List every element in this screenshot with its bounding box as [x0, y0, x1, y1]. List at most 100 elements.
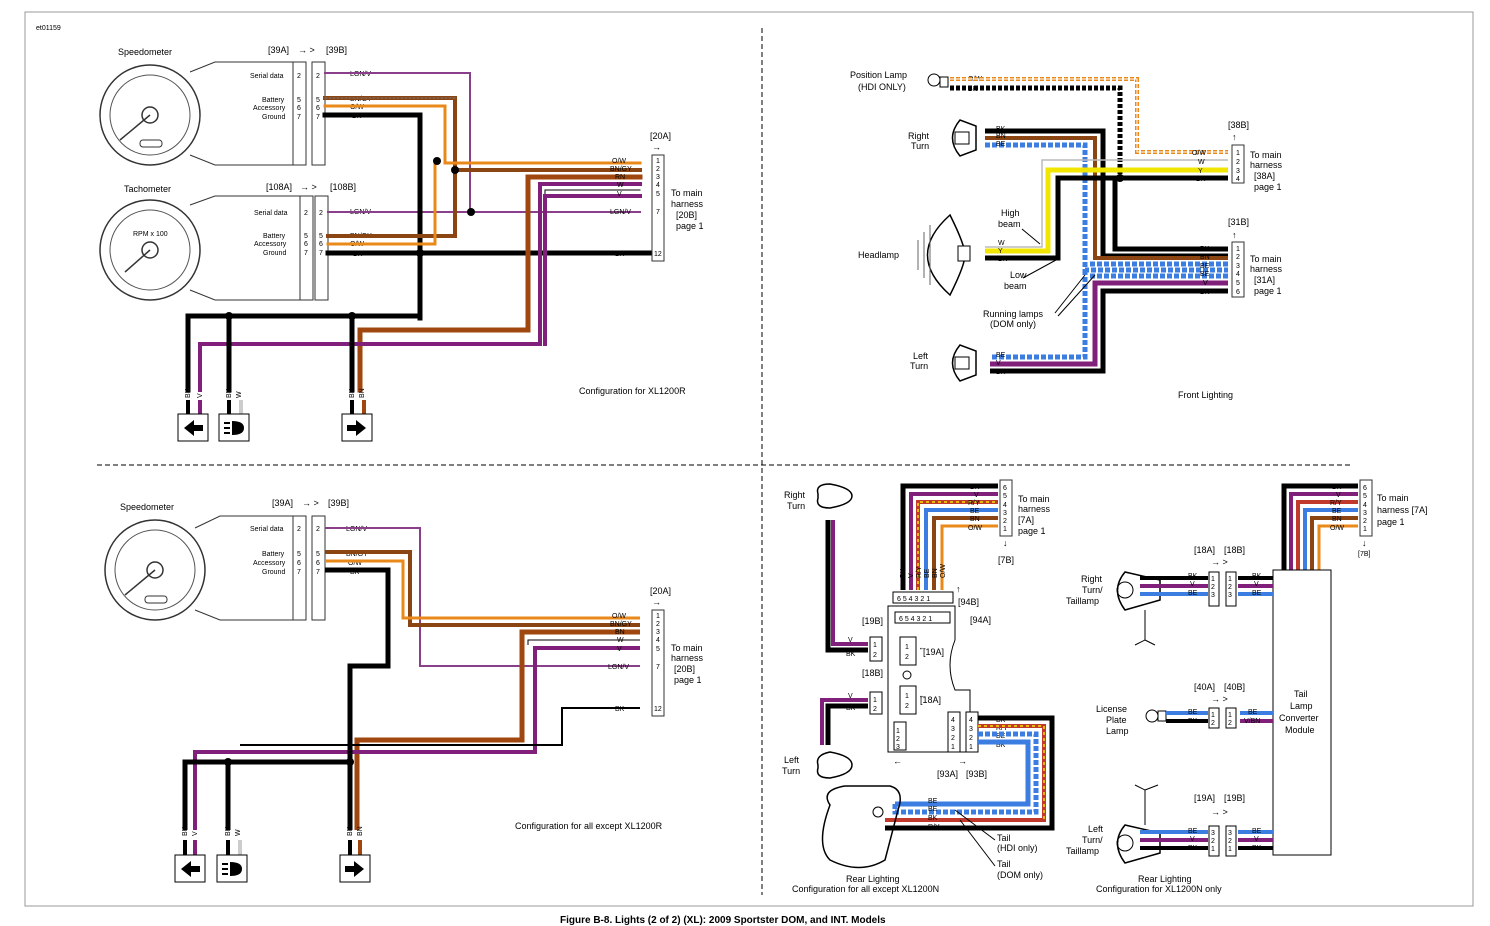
svg-text:2: 2 [316, 73, 320, 80]
svg-text:Plate: Plate [1106, 715, 1127, 725]
svg-text:5: 5 [304, 233, 308, 240]
svg-text:5: 5 [316, 551, 320, 558]
svg-text:2: 2 [873, 706, 877, 713]
svg-text:Rear Lighting: Rear Lighting [846, 874, 900, 884]
svg-text:2: 2 [951, 735, 955, 742]
svg-text:[20B]: [20B] [676, 210, 697, 220]
svg-text:R/Y: R/Y [968, 500, 980, 507]
svg-text:[38B]: [38B] [1228, 120, 1249, 130]
svg-text:Module: Module [1285, 725, 1315, 735]
svg-text:Taillamp: Taillamp [1066, 846, 1099, 856]
svg-text:Lamp: Lamp [1106, 726, 1129, 736]
svg-text:(HDI ONLY): (HDI ONLY) [858, 82, 906, 92]
svg-text:3: 3 [1211, 830, 1215, 837]
svg-text:3: 3 [969, 726, 973, 733]
rear-harness-housing [887, 605, 971, 753]
svg-text:BN/GY: BN/GY [610, 166, 632, 173]
svg-text:2: 2 [1228, 584, 1232, 591]
svg-text:To main: To main [671, 643, 703, 653]
svg-text:[20B]: [20B] [674, 664, 695, 674]
svg-text:→ >: → > [302, 498, 319, 508]
svg-text:↑: ↑ [1232, 132, 1237, 142]
svg-text:W: W [1198, 159, 1205, 166]
svg-text:O/W: O/W [348, 560, 362, 567]
svg-text:Serial data: Serial data [250, 526, 284, 533]
svg-text:[31B]: [31B] [1228, 217, 1249, 227]
svg-text:[18A]: [18A] [920, 695, 941, 705]
svg-text:Y: Y [1198, 168, 1203, 175]
svg-text:BN/GY: BN/GY [346, 551, 368, 558]
svg-text:BE: BE [1188, 590, 1198, 597]
svg-text:→ >: → > [298, 45, 315, 55]
svg-text:V: V [1336, 492, 1341, 499]
svg-text:5: 5 [297, 551, 301, 558]
svg-text:4: 4 [1003, 502, 1007, 509]
svg-text:BK: BK [1200, 289, 1210, 296]
q1-xl1200r: Speedometer [39A] → > [39B] Serial data … [99, 45, 704, 442]
svg-text:→ >: → > [1211, 694, 1228, 704]
svg-text:BK: BK [1188, 718, 1198, 725]
speedometer-label: Speedometer [118, 47, 172, 57]
svg-text:6: 6 [1236, 289, 1240, 296]
svg-text:BK: BK [1196, 176, 1206, 183]
svg-text:3: 3 [1236, 168, 1240, 175]
svg-text:BK: BK [615, 251, 625, 258]
svg-text:page 1: page 1 [1254, 182, 1282, 192]
connector-40a [1208, 707, 1220, 729]
svg-text:1: 1 [1211, 846, 1215, 853]
svg-text:BE: BE [1200, 263, 1210, 270]
svg-text:[18B]: [18B] [862, 668, 883, 678]
svg-text:Tail: Tail [997, 859, 1011, 869]
svg-text:2: 2 [969, 735, 973, 742]
svg-text:O/W: O/W [1192, 150, 1206, 157]
svg-text:Ground: Ground [263, 250, 286, 257]
q2-wires [950, 77, 1228, 374]
svg-text:←: ← [918, 642, 927, 652]
svg-text:1: 1 [1003, 526, 1007, 533]
svg-text:page 1: page 1 [1018, 526, 1046, 536]
svg-text:7: 7 [297, 569, 301, 576]
svg-text:BK: BK [615, 706, 625, 713]
svg-text:BK: BK [968, 86, 978, 93]
svg-text:6: 6 [297, 560, 301, 567]
svg-text:3: 3 [1228, 830, 1232, 837]
connector-38b [1231, 144, 1245, 184]
svg-text:Turn: Turn [910, 361, 928, 371]
left-turn-lamp-icon [951, 344, 977, 382]
svg-text:2: 2 [297, 73, 301, 80]
connector-39b-label: [39B] [326, 45, 347, 55]
svg-text:BK: BK [900, 568, 907, 578]
svg-text:Turn: Turn [787, 501, 805, 511]
tachometer-gauge-icon [99, 199, 201, 301]
svg-text:7: 7 [656, 209, 660, 216]
svg-text:RPM x 100: RPM x 100 [133, 231, 168, 238]
tachometer-label: Tachometer [124, 184, 171, 194]
svg-text:BK: BK [970, 484, 980, 491]
svg-text:harness: harness [1250, 160, 1283, 170]
svg-text:6: 6 [1363, 485, 1367, 492]
svg-text:Position Lamp: Position Lamp [850, 70, 907, 80]
svg-text:[108B]: [108B] [330, 182, 356, 192]
svg-text:1: 1 [656, 158, 660, 165]
svg-text:V: V [908, 573, 915, 578]
connector-18a [1208, 571, 1220, 607]
svg-text:Tail: Tail [997, 833, 1011, 843]
svg-text:6 5 4 3 2 1: 6 5 4 3 2 1 [897, 596, 930, 603]
svg-text:BN: BN [615, 629, 625, 636]
svg-text:To main: To main [1250, 150, 1282, 160]
svg-text:page 1: page 1 [1254, 286, 1282, 296]
svg-text:BE: BE [1252, 590, 1262, 597]
svg-text:2: 2 [656, 621, 660, 628]
svg-text:→: → [958, 756, 967, 766]
svg-text:BK: BK [182, 826, 189, 836]
svg-text:3: 3 [1363, 510, 1367, 517]
svg-text:Turn: Turn [782, 766, 800, 776]
svg-text:page 1: page 1 [1377, 517, 1405, 527]
svg-text:2: 2 [319, 210, 323, 217]
connector-20a [651, 609, 665, 717]
svg-text:harness: harness [1250, 264, 1283, 274]
svg-text:↑: ↑ [956, 584, 961, 594]
svg-text:Accessory: Accessory [253, 560, 286, 567]
svg-text:W: W [998, 240, 1005, 247]
svg-text:Configuration for XL1200N only: Configuration for XL1200N only [1096, 884, 1222, 894]
